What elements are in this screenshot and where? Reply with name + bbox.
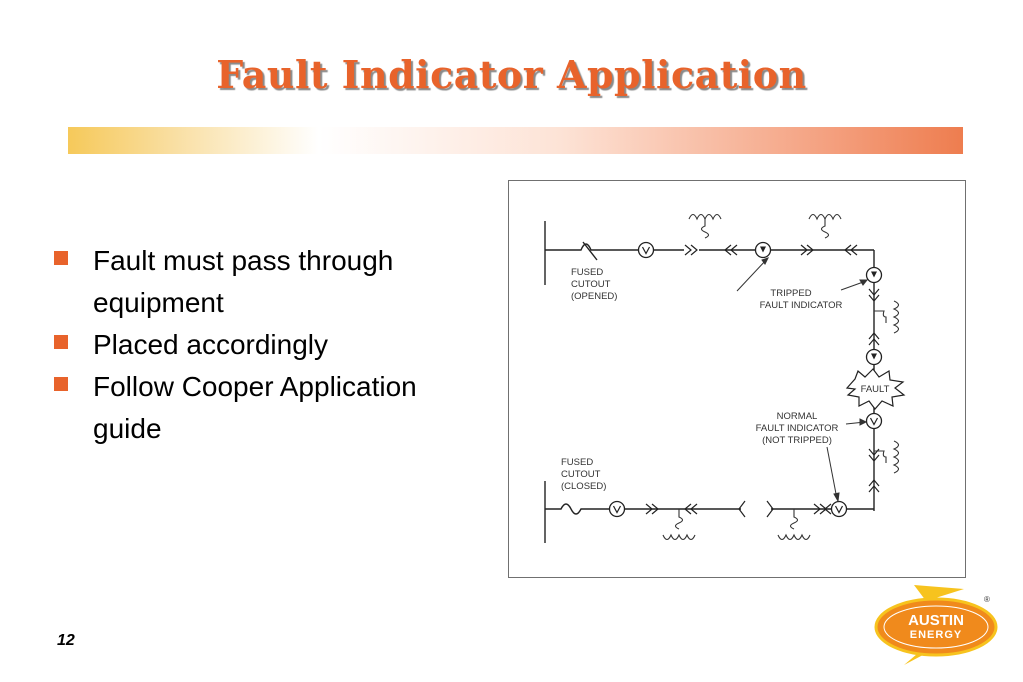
bullet-item: Placed accordingly <box>52 324 492 366</box>
svg-text:FUSED: FUSED <box>561 457 593 468</box>
fault-starburst <box>845 368 906 410</box>
svg-text:FAULT INDICATOR: FAULT INDICATOR <box>760 300 843 311</box>
square-bullet-icon <box>54 251 68 265</box>
bullet-text: Fault must pass through equipment <box>93 245 394 318</box>
svg-text:®: ® <box>984 595 990 604</box>
svg-text:(OPENED): (OPENED) <box>571 291 617 302</box>
square-bullet-icon <box>54 335 68 349</box>
label-fused-cutout-opened: FUSED CUTOUT (OPENED) <box>571 267 617 302</box>
slide-title: Fault Indicator Application <box>216 52 807 97</box>
svg-text:(NOT TRIPPED): (NOT TRIPPED) <box>762 435 832 446</box>
fault-label: FAULT <box>861 384 890 395</box>
svg-text:NORMAL: NORMAL <box>777 411 818 422</box>
bullet-text: Placed accordingly <box>93 329 329 360</box>
svg-text:FUSED: FUSED <box>571 267 603 278</box>
bullet-item: Follow Cooper Application guide <box>52 366 492 450</box>
square-bullet-icon <box>54 377 68 391</box>
connector-symbols <box>645 244 880 518</box>
fault-indicator-diagram: FAULT FUSED CUTOUT (OPENED) TRIPPED FAUL… <box>508 180 966 578</box>
bullet-text: Follow Cooper Application guide <box>93 371 417 444</box>
svg-text:ENERGY: ENERGY <box>910 629 962 641</box>
svg-text:(CLOSED): (CLOSED) <box>561 481 606 492</box>
svg-text:FAULT INDICATOR: FAULT INDICATOR <box>756 423 839 434</box>
label-normal-fault-indicator: NORMAL FAULT INDICATOR (NOT TRIPPED) <box>756 411 839 446</box>
svg-text:AUSTIN: AUSTIN <box>908 612 964 629</box>
austin-energy-logo: AUSTIN ENERGY ® <box>868 583 1000 667</box>
label-fused-cutout-closed: FUSED CUTOUT (CLOSED) <box>561 457 606 492</box>
title-underline-bar <box>68 127 963 154</box>
bullet-item: Fault must pass through equipment <box>52 240 492 324</box>
cutout-opened-switch <box>582 241 598 261</box>
fault-indicator-symbols <box>608 241 883 518</box>
svg-text:TRIPPED: TRIPPED <box>770 288 811 299</box>
label-tripped-fault-indicator: TRIPPED FAULT INDICATOR <box>760 288 843 311</box>
bullet-list: Fault must pass through equipment Placed… <box>52 240 492 450</box>
svg-text:CUTOUT: CUTOUT <box>571 279 611 290</box>
circuit-diagram-svg: FAULT FUSED CUTOUT (OPENED) TRIPPED FAUL… <box>544 213 906 543</box>
page-number: 12 <box>57 632 75 649</box>
leader-arrows <box>736 257 869 503</box>
svg-text:CUTOUT: CUTOUT <box>561 469 601 480</box>
